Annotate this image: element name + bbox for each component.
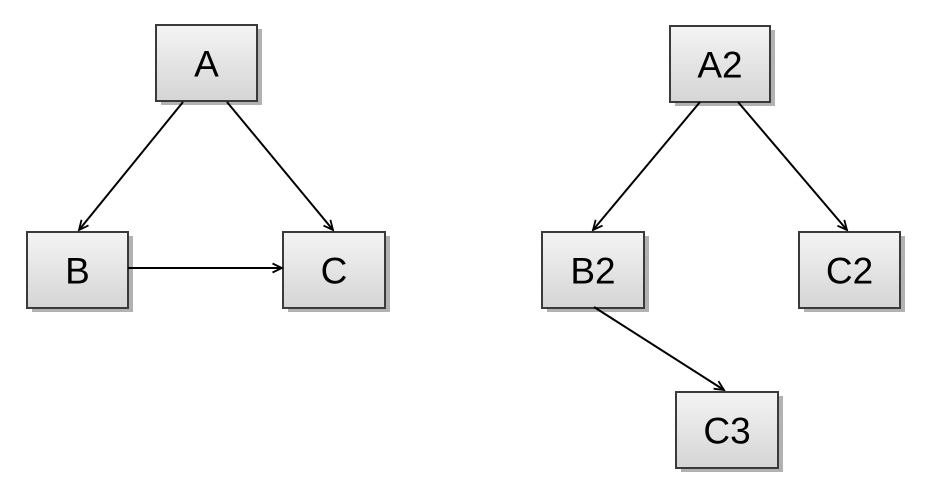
node-C3 [675,391,779,469]
node-C2 [798,231,901,309]
edge-A-B [79,101,184,230]
edge-A-C [226,101,333,230]
node-C [282,231,386,309]
edge-A2-B2 [593,101,701,230]
node-B-label: B [65,250,90,291]
node-A-label: A [194,43,219,84]
node-B2-label: B2 [570,250,615,291]
node-C3-label: C3 [703,410,750,451]
left-graph: A B C [26,24,390,312]
node-C2-label: C2 [826,250,873,291]
node-A2-label: A2 [697,44,742,85]
node-C-label: C [321,250,348,291]
edge-B2-C3 [593,306,724,390]
node-A2 [669,25,771,103]
node-A [155,24,258,102]
node-B2 [541,231,645,309]
edge-A2-C2 [737,101,847,230]
node-B [26,231,129,309]
